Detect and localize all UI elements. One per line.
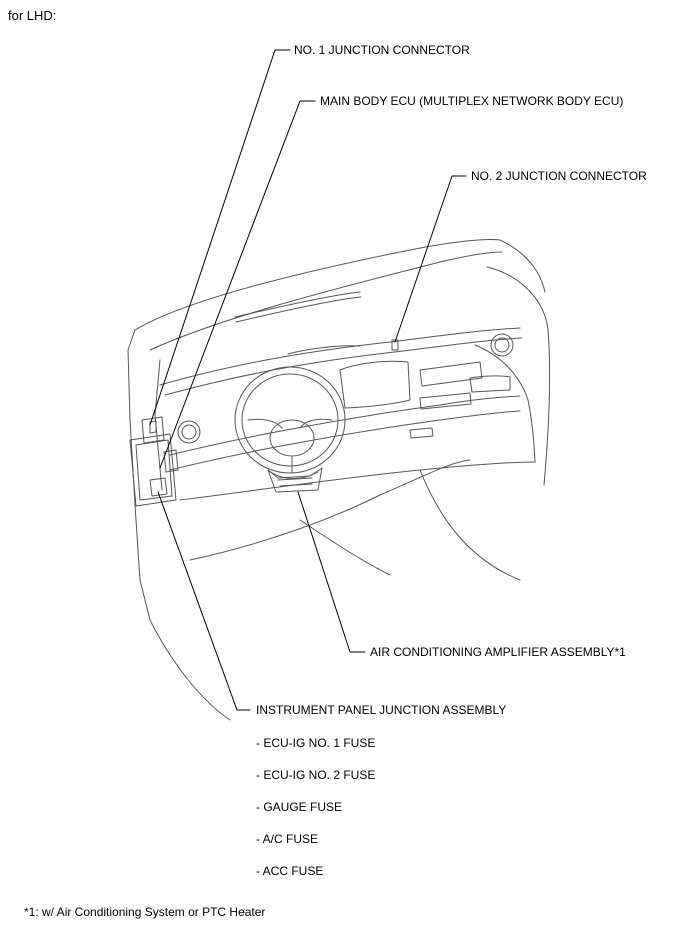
label-ac-amplifier: AIR CONDITIONING AMPLIFIER ASSEMBLY*1: [370, 645, 626, 659]
fuse-list-item: - ECU-IG NO. 1 FUSE: [256, 736, 376, 750]
junction-block-illustration: [129, 416, 179, 507]
page-title: for LHD:: [8, 8, 57, 23]
no2-connector-illustration: [391, 339, 399, 351]
label-instrument-panel-junction: INSTRUMENT PANEL JUNCTION ASSEMBLY: [256, 703, 507, 717]
footnote: *1: w/ Air Conditioning System or PTC He…: [24, 905, 266, 919]
fuse-list-item: - ACC FUSE: [256, 864, 324, 878]
label-no1-junction-connector: NO. 1 JUNCTION CONNECTOR: [294, 43, 470, 57]
fuse-list-item: - A/C FUSE: [256, 832, 319, 846]
fuse-list-item: - GAUGE FUSE: [256, 800, 343, 814]
leader-lines: [149, 49, 467, 711]
center-panel: [177, 333, 514, 444]
ac-amplifier-illustration: [267, 467, 323, 493]
dashboard-outline: [127, 239, 551, 721]
fuse-list-item: - ECU-IG NO. 2 FUSE: [256, 768, 376, 782]
label-no2-junction-connector: NO. 2 JUNCTION CONNECTOR: [471, 169, 647, 183]
label-main-body-ecu: MAIN BODY ECU (MULTIPLEX NETWORK BODY EC…: [320, 94, 624, 108]
